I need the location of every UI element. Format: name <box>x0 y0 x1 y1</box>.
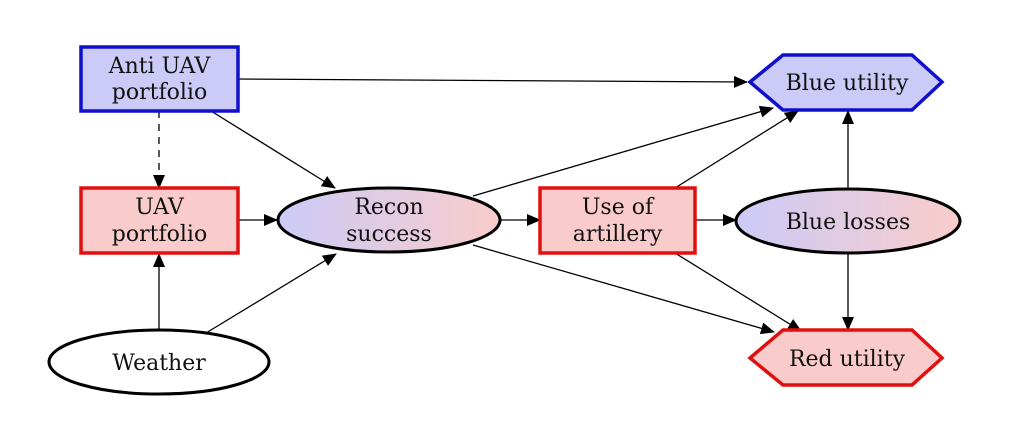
edge-artillery-to-blue-utility <box>674 110 799 189</box>
edges <box>153 75 854 335</box>
node-use-of-artillery: Use of artillery <box>538 186 697 255</box>
node-blue-losses: Blue losses <box>734 187 962 255</box>
anti-uav-portfolio-box <box>79 45 240 113</box>
node-red-utility: Red utility <box>747 328 945 387</box>
edge-artillery-to-red-utility <box>674 252 802 332</box>
edge-anti-uav-to-blue-utility <box>237 75 748 88</box>
recon-success-label-line1: Recon <box>354 195 423 220</box>
blue-utility-label: Blue utility <box>786 71 909 96</box>
uav-portfolio-label-line2: portfolio <box>112 222 207 247</box>
anti-uav-portfolio-label-line1: Anti UAV <box>108 54 212 79</box>
blue-utility-hexagon <box>747 53 945 112</box>
use-of-artillery-label-line1: Use of <box>582 195 655 220</box>
node-weather: Weather <box>47 328 271 396</box>
red-utility-hexagon <box>747 328 945 387</box>
node-blue-utility: Blue utility <box>747 53 945 112</box>
recon-success-label-line2: success <box>346 222 432 247</box>
use-of-artillery-box <box>538 186 697 255</box>
blue-losses-label: Blue losses <box>786 210 911 235</box>
node-anti-uav-portfolio: Anti UAV portfolio <box>79 45 240 113</box>
blue-losses-ellipse <box>734 187 962 255</box>
recon-success-ellipse <box>276 186 502 254</box>
node-uav-portfolio: UAV portfolio <box>79 186 240 255</box>
red-utility-label: Red utility <box>789 347 906 372</box>
edge-recon-to-red-utility <box>472 244 775 335</box>
edge-weather-to-recon <box>205 253 337 334</box>
edge-anti-uav-to-recon <box>210 110 336 189</box>
node-recon-success: Recon success <box>276 186 502 254</box>
uav-portfolio-box <box>79 186 240 255</box>
uav-portfolio-label-line1: UAV <box>135 195 185 220</box>
use-of-artillery-label-line2: artillery <box>573 222 663 247</box>
edge-recon-to-blue-utility <box>472 105 774 197</box>
anti-uav-portfolio-label-line2: portfolio <box>112 80 207 105</box>
weather-ellipse <box>47 328 271 396</box>
weather-label: Weather <box>112 351 206 376</box>
